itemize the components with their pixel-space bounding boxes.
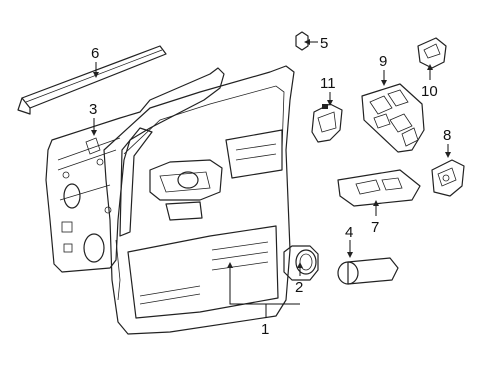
callout-10: 10: [421, 83, 438, 100]
callout-8: 8: [443, 127, 451, 144]
part-window-switch-9: [361, 83, 425, 153]
callout-3: 3: [89, 101, 97, 118]
part-switch-11: [311, 103, 343, 143]
part-plug-5: [295, 31, 309, 51]
callout-7: 7: [371, 219, 379, 236]
callout-labels: 1 2 3 4 5 6 7 8 9 10 11: [89, 35, 451, 338]
part-weatherstrip-6: [17, 45, 167, 115]
leader-lines: [91, 39, 451, 318]
callout-5: 5: [320, 35, 328, 52]
part-lamp-lens-4: [337, 257, 399, 285]
part-door-frame-3: [45, 67, 225, 273]
callout-4: 4: [345, 224, 353, 241]
part-trim-panel-1: [103, 65, 295, 335]
callout-6: 6: [91, 45, 99, 62]
part-switch-10: [417, 37, 447, 69]
callout-2: 2: [295, 279, 303, 296]
part-bezel-plate-7: [337, 169, 421, 207]
callout-1: 1: [261, 321, 269, 338]
part-switch-8: [431, 159, 465, 197]
callout-11: 11: [320, 75, 336, 92]
callout-9: 9: [379, 53, 387, 70]
